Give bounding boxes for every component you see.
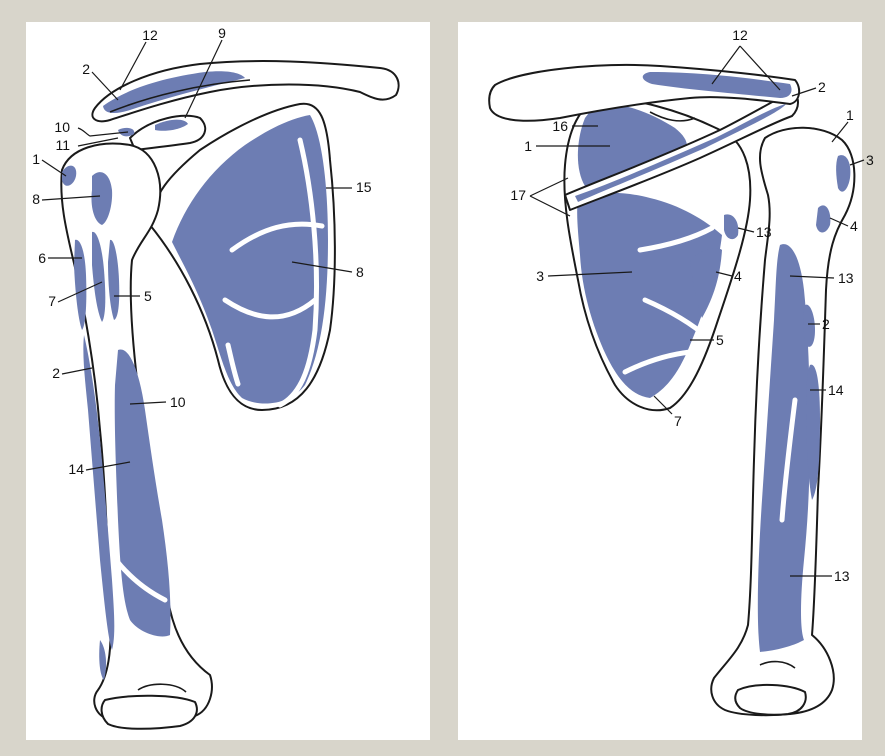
- label-14: 14: [68, 461, 84, 477]
- label-8-scapula: 8: [356, 264, 364, 280]
- label-5: 5: [144, 288, 152, 304]
- label-1: 1: [32, 151, 40, 167]
- label-2-shaft: 2: [52, 365, 60, 381]
- label-15: 15: [356, 179, 372, 195]
- label-12-posterior: 12: [732, 27, 748, 43]
- label-12: 12: [142, 27, 158, 43]
- label-13-upper: 13: [756, 224, 772, 240]
- teres-minor-humeral-attachment: [816, 205, 830, 232]
- label-1-humerus: 1: [846, 107, 854, 123]
- label-17: 17: [510, 187, 526, 203]
- label-7: 7: [48, 293, 56, 309]
- label-10-shaft: 10: [170, 394, 186, 410]
- label-8-head: 8: [32, 191, 40, 207]
- label-2-clavicle: 2: [82, 61, 90, 77]
- label-6: 6: [38, 250, 46, 266]
- label-7-posterior: 7: [674, 413, 682, 429]
- label-3-scapula: 3: [536, 268, 544, 284]
- distal-attachment: [99, 640, 106, 680]
- label-11: 11: [55, 137, 70, 153]
- label-1-scapula: 1: [524, 138, 532, 154]
- label-5-posterior: 5: [716, 332, 724, 348]
- label-2-posterior: 2: [818, 79, 826, 95]
- label-4-scapula: 4: [734, 268, 742, 284]
- label-4-humerus: 4: [850, 218, 858, 234]
- label-13-mid: 13: [838, 270, 854, 286]
- label-13-lower: 13: [834, 568, 850, 584]
- label-16: 16: [552, 118, 568, 134]
- posterior-view: [489, 46, 864, 715]
- label-9: 9: [218, 25, 226, 41]
- anterior-view: [42, 40, 399, 729]
- label-10-coracoid: 10: [54, 119, 70, 135]
- label-3-humerus: 3: [866, 152, 874, 168]
- label-2-shaft-posterior: 2: [822, 316, 830, 332]
- label-14-posterior: 14: [828, 382, 844, 398]
